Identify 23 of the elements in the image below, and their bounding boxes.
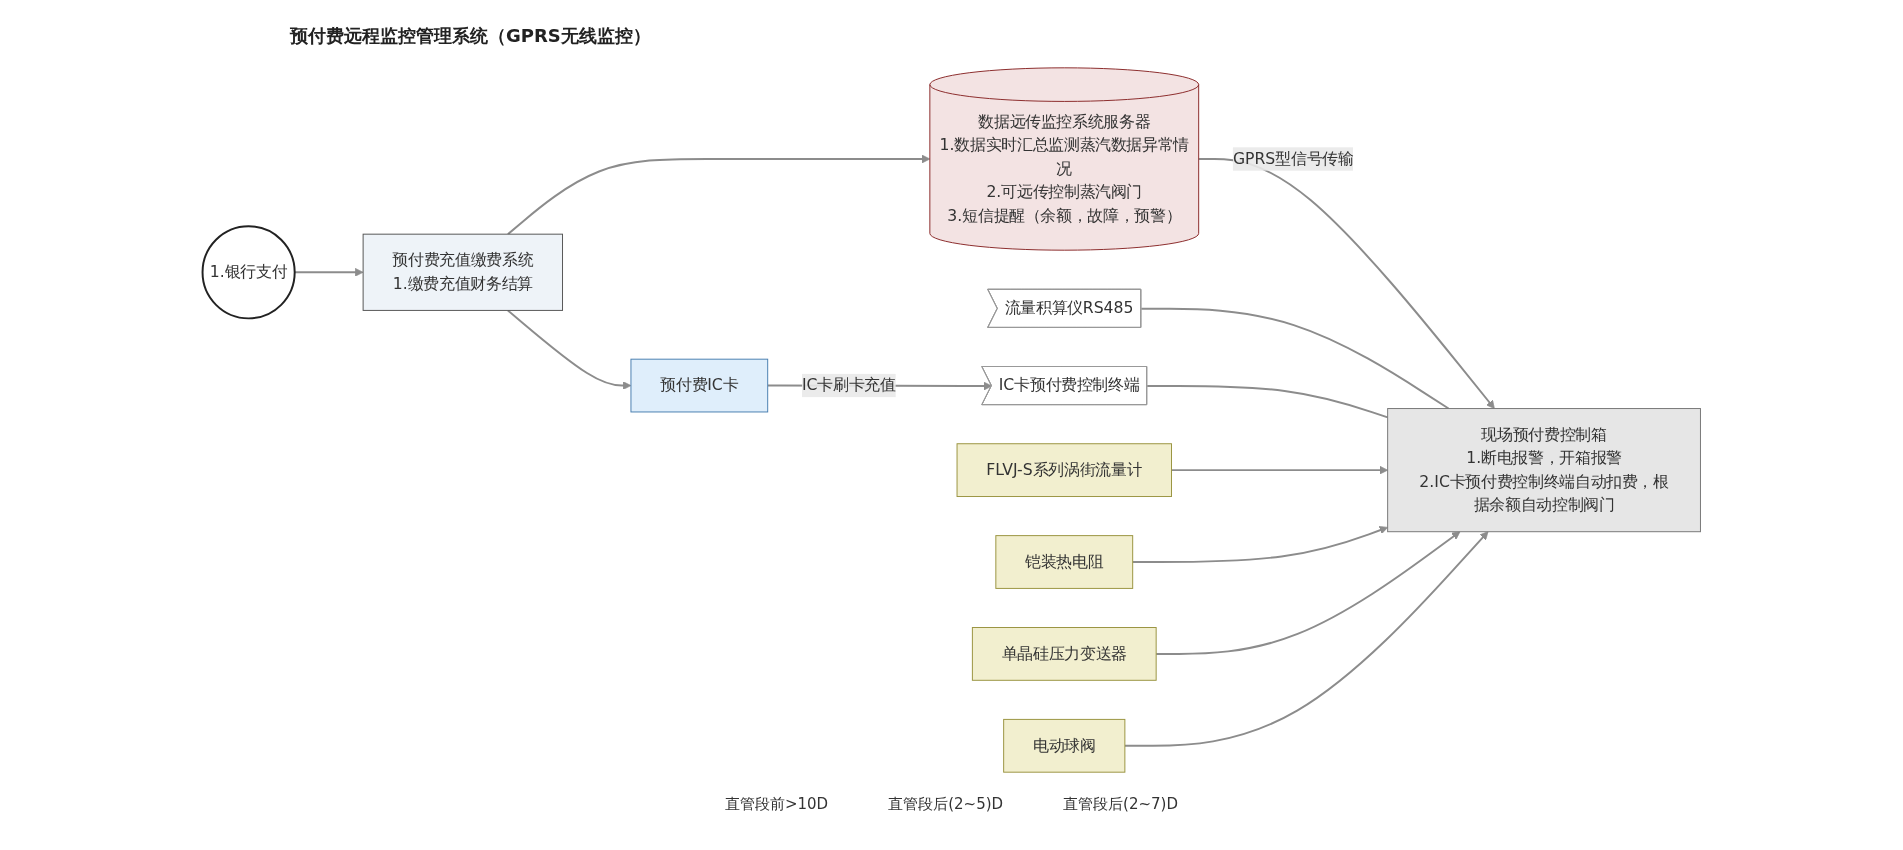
edge-label: IC卡刷卡充值 bbox=[801, 375, 896, 395]
arrow bbox=[1170, 465, 1389, 475]
dimension-label: 直管段后(2~5)D bbox=[888, 795, 1004, 814]
node-box: 预付费IC卡 bbox=[630, 358, 769, 413]
node-box: 电动球阀 bbox=[1003, 718, 1126, 773]
dimension-label: 直管段后(2~7)D bbox=[1063, 795, 1179, 814]
node-box: FLVJ-S系列涡街流量计 bbox=[956, 443, 1172, 497]
arrow bbox=[1155, 531, 1461, 655]
connector bbox=[1146, 384, 1389, 419]
node-box: 预付费充值缴费系统 1.缴费充值财务结算 bbox=[362, 233, 563, 311]
node-box: 铠装热电阻 bbox=[995, 535, 1134, 589]
diagram-title: 预付费远程监控管理系统（GPRS无线监控） bbox=[290, 24, 651, 48]
arrow bbox=[1197, 158, 1495, 409]
connector bbox=[1140, 307, 1450, 410]
arrow bbox=[506, 154, 931, 236]
arrow bbox=[1131, 526, 1389, 563]
node-box: 单晶硅压力变送器 bbox=[971, 627, 1157, 681]
node-box: 现场预付费控制箱 1.断电报警，开箱报警 2.IC卡预付费控制终端自动扣费，根据余额自动控制阀门 bbox=[1387, 408, 1701, 533]
node-circle: 1.银行支付 bbox=[201, 225, 296, 320]
arrow bbox=[506, 309, 632, 390]
dimension-label: 直管段前>10D bbox=[724, 795, 829, 814]
edge-label: GPRS型信号传输 bbox=[1232, 149, 1354, 168]
arrow bbox=[1123, 531, 1489, 747]
